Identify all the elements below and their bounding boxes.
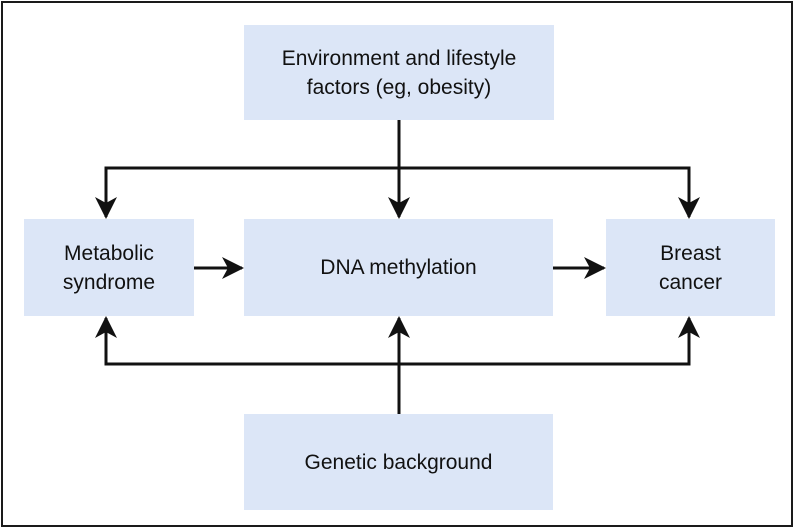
node-breast-line2: cancer	[658, 270, 723, 294]
node-dna-label: DNA methylation	[320, 256, 477, 279]
node-environment-line1: Environment and lifestyle	[281, 46, 517, 70]
node-dna-methylation: DNA methylation	[244, 219, 553, 316]
node-metabolic-line1: Metabolic	[64, 241, 154, 265]
node-environment-line2: factors (eg, obesity)	[306, 75, 492, 99]
node-environment: Environment and lifestyle factors (eg, o…	[244, 25, 554, 120]
node-breast-cancer: Breast cancer	[606, 219, 775, 316]
node-breast-line1: Breast	[660, 241, 721, 265]
node-genetic-background: Genetic background	[244, 414, 553, 510]
node-genetic-label: Genetic background	[304, 450, 493, 474]
node-metabolic-line2: syndrome	[62, 270, 156, 294]
node-metabolic-syndrome: Metabolic syndrome	[24, 219, 194, 316]
